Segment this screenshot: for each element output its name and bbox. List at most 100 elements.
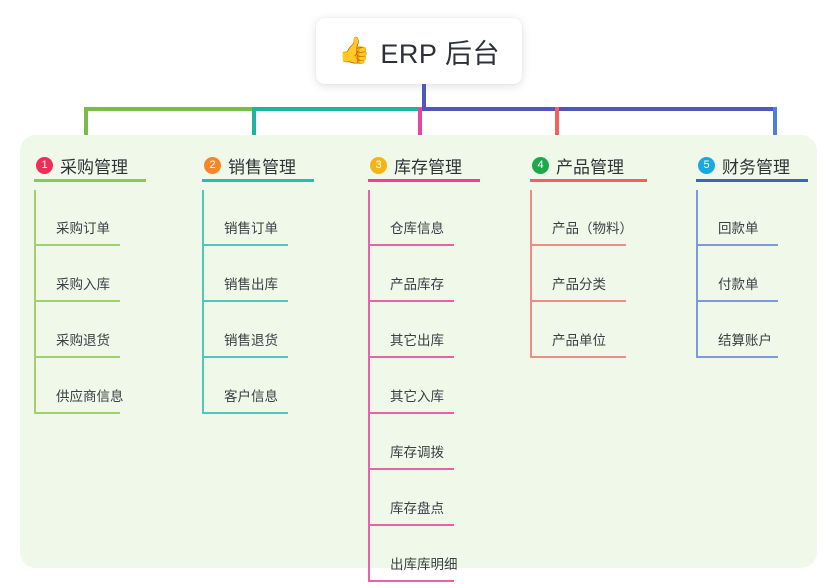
list-item[interactable]: 回款单 (696, 190, 810, 246)
list-item-label: 客户信息 (224, 389, 278, 404)
list-item-label: 其它出库 (390, 333, 444, 348)
column-title-1: 采购管理 (60, 157, 128, 177)
list-item[interactable]: 结算账户 (696, 302, 810, 358)
list-item-rule (368, 524, 454, 526)
list-item-rule (34, 356, 120, 358)
list-item-rule (368, 300, 454, 302)
list-item[interactable]: 销售订单 (202, 190, 316, 246)
column-number-badge-4: 4 (532, 156, 549, 174)
list-item-label: 供应商信息 (56, 389, 124, 404)
list-item[interactable]: 仓库信息 (368, 190, 482, 246)
column-title-3: 库存管理 (394, 157, 462, 177)
column-rule-2 (202, 179, 314, 182)
column-items-4: 产品（物料）产品分类产品单位 (530, 190, 649, 358)
list-item-rule (368, 580, 454, 582)
list-item-label: 采购订单 (56, 221, 110, 236)
list-item-label: 产品库存 (390, 277, 444, 292)
list-item[interactable]: 销售出库 (202, 246, 316, 302)
column-spine-4 (530, 190, 532, 358)
list-item[interactable]: 采购入库 (34, 246, 148, 302)
root-title-node[interactable]: 👍 ERP 后台 (316, 18, 522, 84)
column-rule-4 (530, 179, 647, 182)
list-item-rule (368, 468, 454, 470)
column-spine-5 (696, 190, 698, 358)
list-item-label: 采购退货 (56, 333, 110, 348)
column-rule-5 (696, 179, 808, 182)
list-item-rule (34, 412, 120, 414)
column-items-5: 回款单付款单结算账户 (696, 190, 810, 358)
list-item[interactable]: 供应商信息 (34, 358, 148, 414)
column-2: 2 销售管理销售订单销售出库销售退货客户信息 (202, 145, 316, 414)
list-item-rule (202, 356, 288, 358)
list-item[interactable]: 产品单位 (530, 302, 649, 358)
column-number-badge-2: 2 (204, 156, 221, 174)
list-item-rule (530, 244, 626, 246)
list-item[interactable]: 客户信息 (202, 358, 316, 414)
list-item-rule (34, 300, 120, 302)
list-item-rule (368, 356, 454, 358)
list-item[interactable]: 出库库明细 (368, 526, 482, 582)
list-item-rule (530, 300, 626, 302)
thumbs-up-icon: 👍 (338, 36, 371, 66)
list-item[interactable]: 付款单 (696, 246, 810, 302)
column-title-2: 销售管理 (228, 157, 296, 177)
drop-3 (418, 107, 422, 137)
column-title-5: 财务管理 (722, 157, 790, 177)
list-item-label: 付款单 (718, 277, 759, 292)
column-number-badge-1: 1 (36, 156, 53, 174)
column-spine-2 (202, 190, 204, 414)
column-header-5[interactable]: 5 财务管理 (696, 145, 810, 185)
list-item-rule (202, 244, 288, 246)
list-item-rule (530, 356, 626, 358)
list-item-label: 产品单位 (552, 333, 606, 348)
list-item[interactable]: 产品库存 (368, 246, 482, 302)
column-header-1[interactable]: 1 采购管理 (34, 145, 148, 185)
list-item[interactable]: 其它出库 (368, 302, 482, 358)
list-item[interactable]: 产品（物料） (530, 190, 649, 246)
list-item[interactable]: 库存调拨 (368, 414, 482, 470)
list-item[interactable]: 库存盘点 (368, 470, 482, 526)
list-item-label: 库存调拨 (390, 445, 444, 460)
drop-1 (84, 107, 88, 137)
list-item[interactable]: 产品分类 (530, 246, 649, 302)
column-items-3: 仓库信息产品库存其它出库其它入库库存调拨库存盘点出库库明细 (368, 190, 482, 582)
column-number-badge-5: 5 (698, 156, 715, 174)
column-4: 4 产品管理产品（物料）产品分类产品单位 (530, 145, 649, 358)
list-item-rule (696, 300, 778, 302)
list-item-label: 其它入库 (390, 389, 444, 404)
list-item-label: 出库库明细 (390, 557, 458, 572)
list-item[interactable]: 采购退货 (34, 302, 148, 358)
drop-4 (555, 107, 559, 137)
root-connector-stem (422, 84, 426, 109)
list-item-rule (368, 244, 454, 246)
list-item[interactable]: 采购订单 (34, 190, 148, 246)
column-items-1: 采购订单采购入库采购退货供应商信息 (34, 190, 148, 414)
list-item[interactable]: 其它入库 (368, 358, 482, 414)
list-item-label: 回款单 (718, 221, 759, 236)
column-header-2[interactable]: 2 销售管理 (202, 145, 316, 185)
column-rule-3 (368, 179, 480, 182)
column-5: 5 财务管理回款单付款单结算账户 (696, 145, 810, 358)
list-item[interactable]: 销售退货 (202, 302, 316, 358)
column-title-4: 产品管理 (556, 157, 624, 177)
column-spine-3 (368, 190, 370, 582)
list-item-label: 仓库信息 (390, 221, 444, 236)
column-header-4[interactable]: 4 产品管理 (530, 145, 649, 185)
list-item-label: 库存盘点 (390, 501, 444, 516)
list-item-label: 销售退货 (224, 333, 278, 348)
column-rule-1 (34, 179, 146, 182)
root-title-label: ERP 后台 (380, 38, 500, 69)
list-item-label: 销售出库 (224, 277, 278, 292)
list-item-label: 结算账户 (718, 333, 772, 348)
column-1: 1 采购管理采购订单采购入库采购退货供应商信息 (34, 145, 148, 414)
list-item-rule (368, 412, 454, 414)
bus-segment-2 (252, 107, 422, 111)
bus-segment-1 (84, 107, 256, 111)
list-item-rule (202, 412, 288, 414)
list-item-label: 销售订单 (224, 221, 278, 236)
bus-segment-4 (422, 107, 777, 111)
list-item-label: 采购入库 (56, 277, 110, 292)
